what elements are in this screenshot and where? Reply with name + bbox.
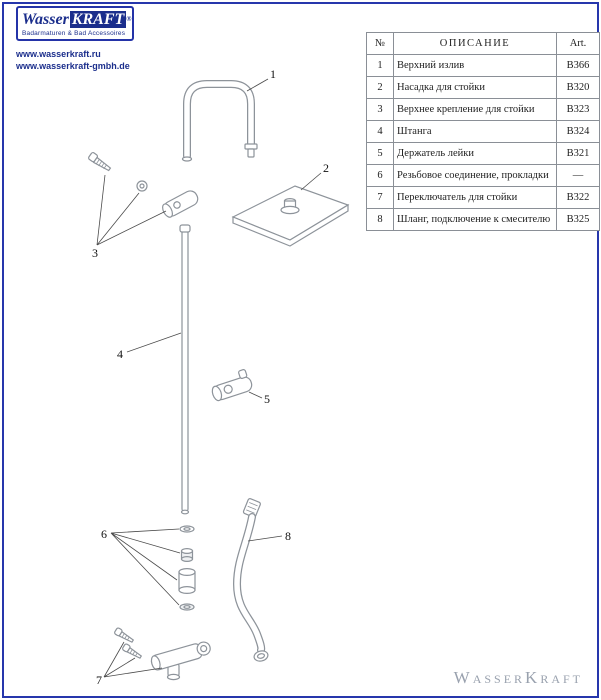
svg-text:5: 5 [264,392,270,406]
callout-6: 6 [101,527,181,606]
brand-tagline: Badarmaturen & Bad Accessoires [22,30,126,37]
part-rod [179,224,191,515]
table-row: 4 Штанга B324 [366,120,600,143]
table-row: 1 Верхний излив B366 [366,54,600,77]
parts-table: № ОПИСАНИЕ Art. 1 Верхний излив B366 2 Н… [366,32,600,231]
cell-art: B320 [556,76,600,99]
svg-text:3: 3 [92,246,98,260]
table-row: 6 Резьбовое соединение, прокладки — [366,164,600,187]
footer-logo: WasserKraft [453,668,583,687]
table-row: 5 Держатель лейки B321 [366,142,600,165]
svg-text:6: 6 [101,527,107,541]
cell-art: B325 [556,208,600,231]
table-row: 8 Шланг, подключение к смесителю B325 [366,208,600,231]
svg-text:8: 8 [285,529,291,543]
logo-kraft-text: KRAFT [69,11,127,28]
callout-1: 1 [246,67,276,92]
table-header-row: № ОПИСАНИЕ Art. [366,32,600,55]
svg-text:2: 2 [323,161,329,175]
callout-2: 2 [300,161,329,191]
part-handset-holder [211,369,253,402]
part-diverter [114,627,211,681]
link-wasserkraft-gmbh[interactable]: www.wasserkraft-gmbh.de [16,61,130,71]
part-threaded-connection [178,525,196,611]
part-upper-spout [181,80,258,162]
registered-mark: ® [126,15,132,23]
table-row: 7 Переключатель для стойки B322 [366,186,600,209]
svg-text:4: 4 [117,347,123,361]
callout-4: 4 [117,332,182,361]
part-shower-head [231,185,350,247]
svg-text:1: 1 [270,67,276,81]
link-wasserkraft-ru[interactable]: www.wasserkraft.ru [16,49,101,59]
part-hose [232,498,269,662]
callout-5: 5 [248,391,270,406]
callout-7: 7 [96,641,163,687]
table-row: 2 Насадка для стойки B320 [366,76,600,99]
table-row: 3 Верхнее крепление для стойки B323 [366,98,600,121]
svg-text:7: 7 [96,673,102,687]
cell-art: B322 [556,186,600,209]
website-links: www.wasserkraft.ru www.wasserkraft-gmbh.… [16,49,176,71]
part-upper-mount [88,152,199,218]
logo-wasser-text: Wasser [22,11,69,28]
callout-8: 8 [247,529,291,543]
callout-3: 3 [92,174,167,260]
